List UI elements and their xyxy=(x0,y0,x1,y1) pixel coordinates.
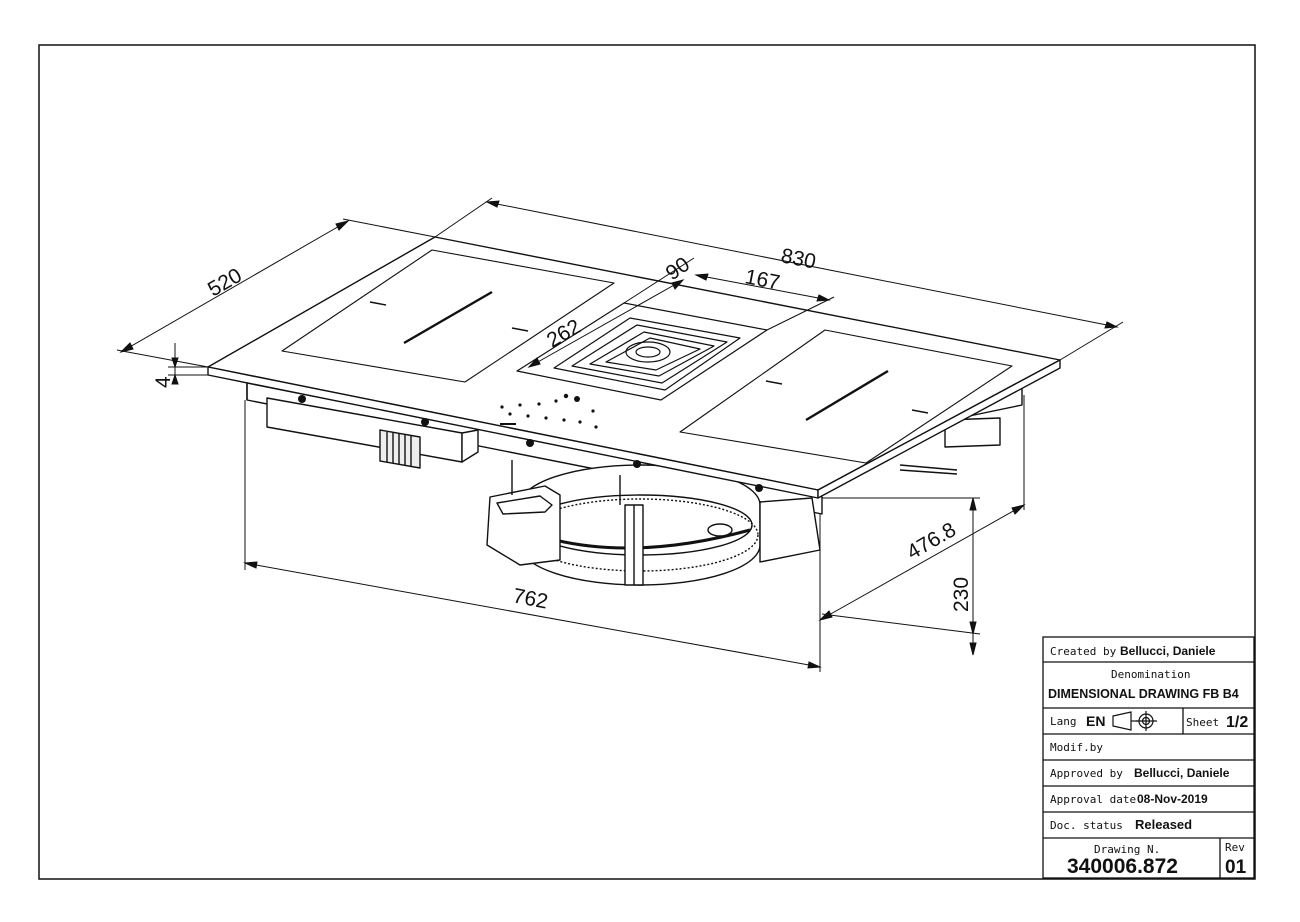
dim-167: 167 xyxy=(743,265,782,294)
lang-label: Lang xyxy=(1050,715,1077,728)
right-cooking-zone xyxy=(679,329,1013,464)
modif-label: Modif.by xyxy=(1050,741,1103,754)
approved-by-value: Bellucci, Daniele xyxy=(1134,766,1230,780)
approval-date-label: Approval date xyxy=(1050,793,1136,806)
sheet-border xyxy=(38,44,1256,880)
projection-symbol-icon xyxy=(1112,711,1157,731)
sheet-value: 1/2 xyxy=(1226,714,1248,731)
sheet-label: Sheet xyxy=(1186,716,1219,729)
rev-label: Rev xyxy=(1225,841,1245,854)
dim-4: 4 xyxy=(152,376,175,388)
central-vent-grille xyxy=(516,302,768,401)
touch-controls xyxy=(500,393,598,429)
doc-status-label: Doc. status xyxy=(1050,819,1123,832)
dim-762: 762 xyxy=(511,584,550,613)
denomination-label: Denomination xyxy=(1111,668,1190,681)
denomination-value: DIMENSIONAL DRAWING FB B4 xyxy=(1048,687,1239,701)
lang-value: EN xyxy=(1086,713,1105,729)
fixing-screws xyxy=(298,395,763,492)
left-cooking-zone xyxy=(281,249,615,383)
created-by-value: Bellucci, Daniele xyxy=(1120,644,1216,658)
extractor-motor xyxy=(486,460,821,586)
dim-90: 90 xyxy=(662,253,694,285)
title-block xyxy=(1042,636,1255,879)
dim-520: 520 xyxy=(204,264,246,301)
created-by-label: Created by xyxy=(1050,645,1117,658)
doc-status-value: Released xyxy=(1135,817,1192,832)
hob-illustration xyxy=(207,236,1061,586)
dim-230: 230 xyxy=(950,577,973,612)
rev-value: 01 xyxy=(1225,857,1247,878)
approval-date-value: 08-Nov-2019 xyxy=(1137,792,1208,806)
approved-by-label: Approved by xyxy=(1050,767,1123,780)
drawing-no-value: 340006.872 xyxy=(1067,855,1178,878)
drawing-no-label: Drawing N. xyxy=(1094,843,1160,856)
dim-830: 830 xyxy=(779,244,818,273)
dimension-lines xyxy=(116,197,1124,672)
